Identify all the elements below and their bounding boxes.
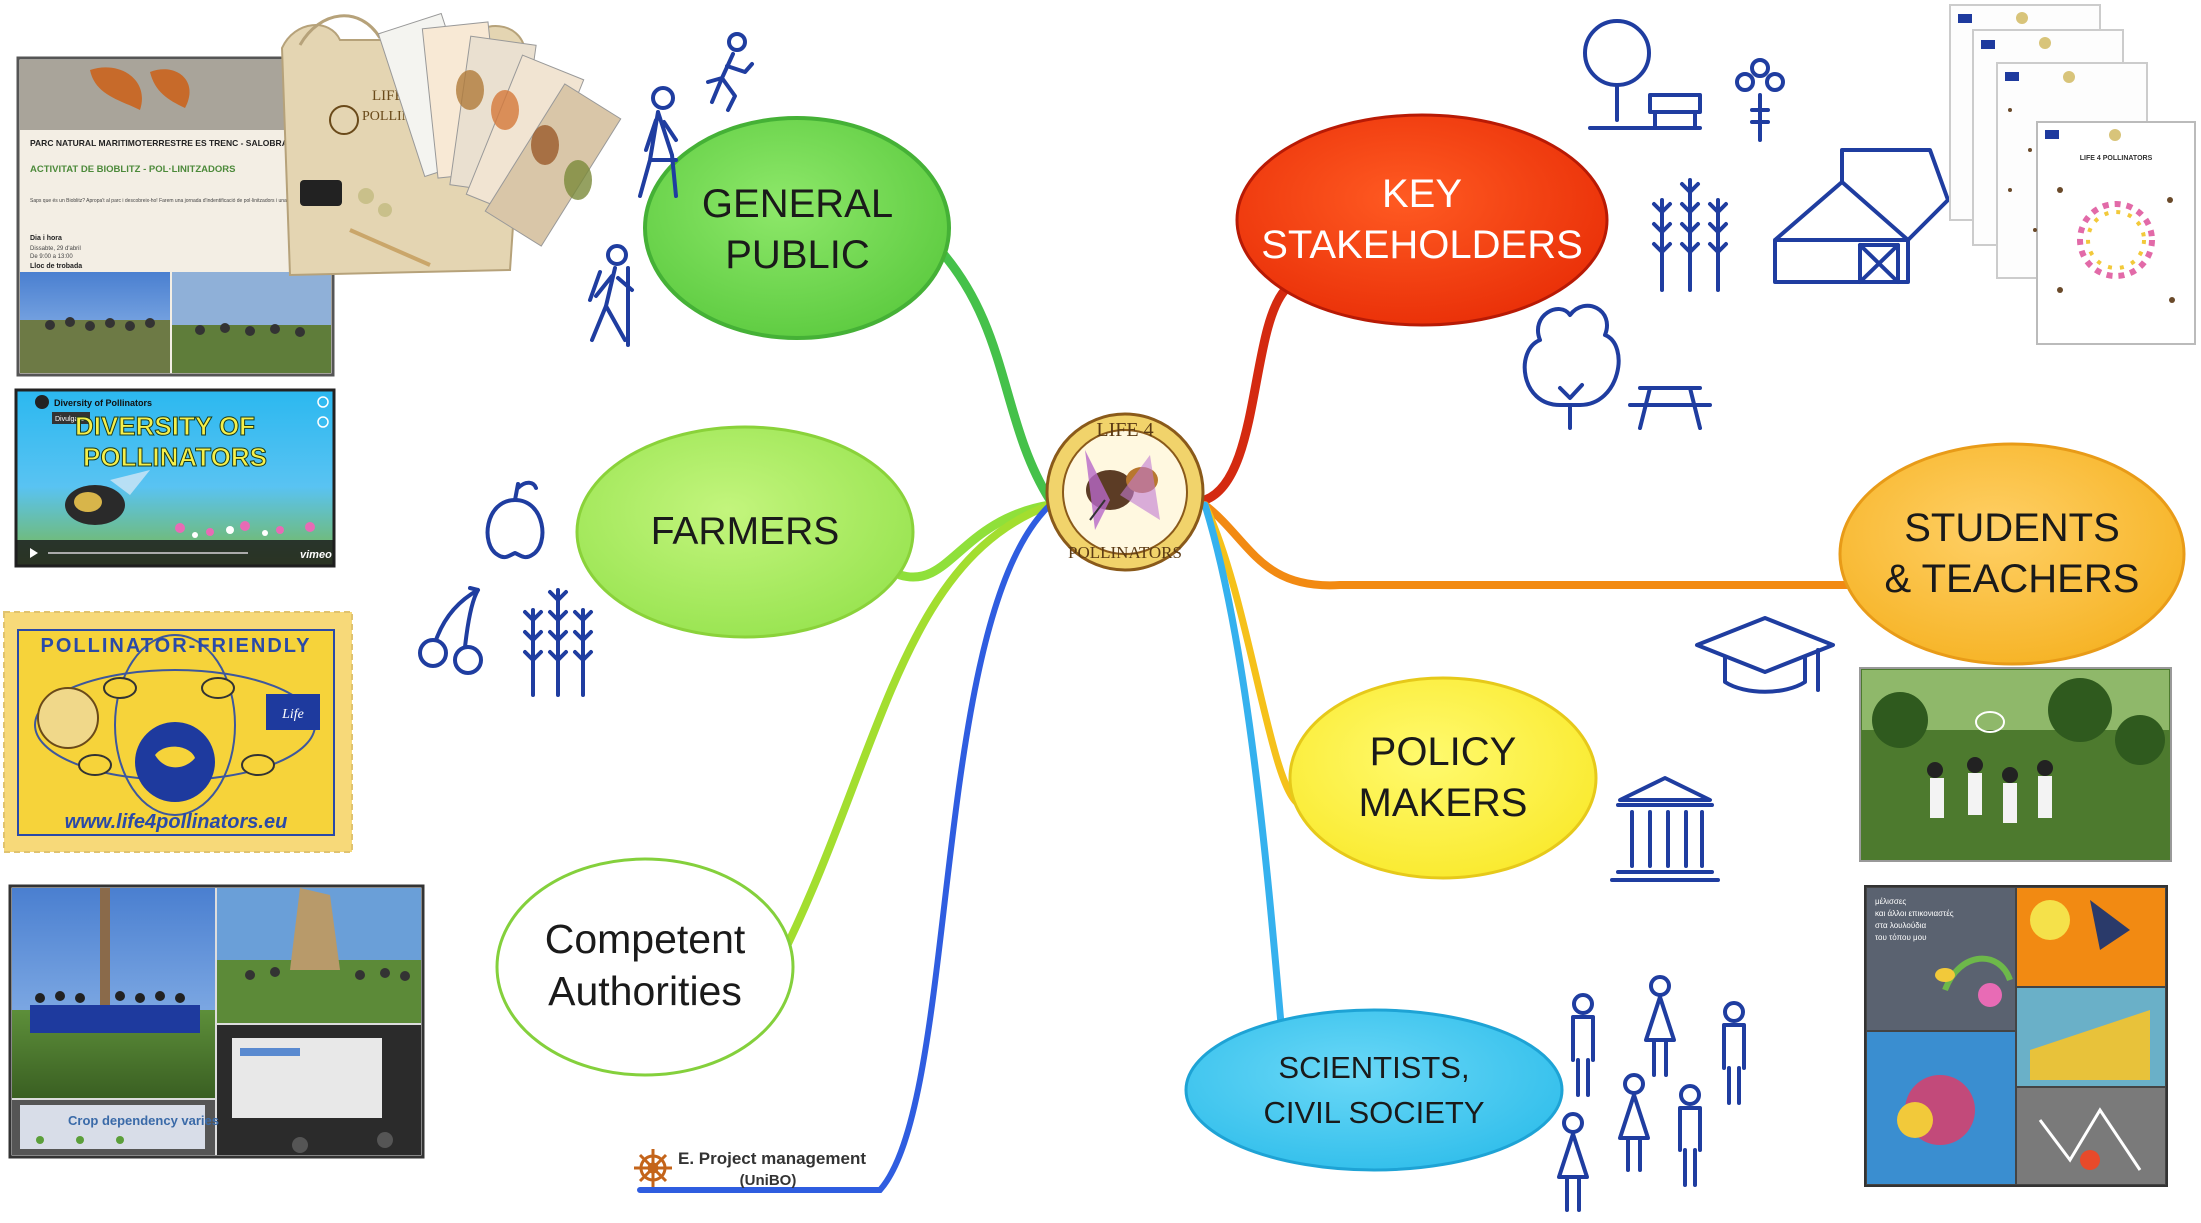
students-teachers-line2: & TEACHERS (1884, 557, 2140, 601)
branch-farmers (895, 500, 1055, 582)
node-competent-authorities[interactable] (495, 857, 795, 1077)
branch-general-public (935, 245, 1055, 505)
logo-top-text: LIFE 4 (1096, 419, 1153, 441)
key-stakeholders-label: KEY STAKEHOLDERS (1237, 150, 1607, 290)
node-general-public[interactable] (643, 116, 951, 340)
tree-icon (1522, 303, 1621, 430)
scientists-label: SCIENTISTS, CIVIL SOCIETY (1186, 1046, 1562, 1136)
general-public-line2: PUBLIC (725, 233, 870, 277)
node-farmers[interactable] (575, 425, 915, 639)
students-teachers-label: STUDENTS & TEACHERS (1842, 484, 2182, 624)
scientists-line1: SCIENTISTS, (1278, 1050, 1470, 1086)
flowers-icon (1735, 58, 1785, 142)
farmers-label: FARMERS (577, 500, 913, 564)
key-stakeholders-line2: STAKEHOLDERS (1261, 223, 1583, 267)
pollinator-friendly-stamp: POLLINATOR-FRIENDLY Life www.life4pollin… (3, 611, 353, 853)
branch-key-stakeholders (1200, 285, 1290, 505)
competent-authorities-line2: Authorities (548, 968, 742, 1014)
greek-poster-line2: και άλλοι επικονιαστές (1875, 909, 1954, 918)
cherries-icon (418, 586, 483, 675)
center-logo: LIFE 4 POLLINATORS (1045, 412, 1205, 572)
video-title-line1: DIVERSITY OF (75, 411, 255, 441)
bioblitz-day-value: Dissabte, 29 d'abril (30, 246, 81, 252)
project-management-title: E. Project management (678, 1149, 866, 1168)
branches (637, 245, 1864, 1193)
video-channel: Diversity of Pollinators (54, 398, 152, 408)
students-teachers-line1: STUDENTS (1904, 505, 2120, 550)
bioblitz-poster: PARC NATURAL MARITIMOTERRESTRE ES TRENC … (16, 56, 365, 377)
helm-icon (634, 1149, 672, 1187)
video-tag: Divulgare (55, 416, 85, 423)
stamp-life-badge: Life (281, 707, 304, 722)
node-scientists[interactable] (1184, 1008, 1564, 1172)
stamp-url: www.life4pollinators.eu (65, 811, 288, 833)
booklets-stack: LIFE 4 POLLINATORS (1949, 4, 2196, 345)
walking-woman-icon (638, 86, 678, 198)
video-title-line2: POLLINATORS (83, 442, 267, 472)
bioblitz-heading: PARC NATURAL MARITIMOTERRESTRE ES TRENC … (30, 138, 348, 148)
general-public-label: GENERAL PUBLIC (645, 160, 950, 300)
crops-icon (1652, 178, 1728, 292)
greek-poster-line3: στα λουλούδια (1875, 921, 1926, 930)
bioblitz-body: Saps que és un Bioblitz? Apropa't al par… (30, 198, 365, 204)
bioblitz-day-label: Dia i hora (30, 235, 62, 242)
people-group-icon (1557, 975, 1746, 1212)
bioblitz-place-label: Lloc de trobada (30, 263, 82, 270)
park-bench-icon (1583, 19, 1702, 130)
stamp-header: POLLINATOR-FRIENDLY (41, 635, 312, 657)
project-management-subtitle: (UniBO) (740, 1172, 797, 1189)
branch-project-management (637, 502, 1053, 1193)
booklet-title: LIFE 4 POLLINATORS (2080, 155, 2153, 162)
children-art-poster: μέλισσες και άλλοι επικονιαστές στα λουλ… (1864, 885, 2168, 1187)
branch-policy-makers (1201, 501, 1304, 809)
event-slide-caption: Crop dependency varies (68, 1113, 219, 1128)
branch-competent-authorities (776, 501, 1054, 964)
bioblitz-time-value: De 9:00 a 13:00 (30, 254, 73, 260)
competent-authorities-label: Competent Authorities (497, 895, 793, 1035)
hiker-icon (588, 244, 634, 347)
wheat-icon (523, 588, 593, 697)
video-player[interactable]: Diversity of Pollinators Divulgare DIVER… (14, 388, 336, 568)
picnic-table-icon (1628, 386, 1712, 430)
node-students-teachers[interactable] (1838, 442, 2186, 666)
students-photo (1859, 667, 2172, 862)
policy-makers-label: POLICY MAKERS (1290, 708, 1596, 848)
apple-icon (485, 480, 545, 560)
greek-poster-line4: του τόπου μου (1875, 933, 1926, 942)
key-stakeholders-line1: KEY (1381, 171, 1463, 216)
farmers-line1: FARMERS (650, 510, 840, 554)
runner-icon (706, 32, 754, 112)
barn-icon (1773, 148, 1950, 284)
general-public-line1: GENERAL (701, 181, 894, 226)
branch-scientists (1201, 501, 1286, 1039)
video-player-brand: vimeo (300, 549, 332, 561)
graduation-cap-icon (1695, 616, 1835, 694)
branch-students-teachers (1201, 501, 1864, 590)
node-key-stakeholders[interactable] (1235, 113, 1609, 327)
policy-makers-line2: MAKERS (1358, 781, 1528, 825)
logo-bottom-text: POLLINATORS (1068, 543, 1182, 562)
bioblitz-activity: ACTIVITAT DE BIOBLITZ - POL·LINITZADORS (30, 164, 235, 175)
node-policy-makers[interactable] (1288, 676, 1598, 880)
event-photo-collage: Crop dependency varies (8, 884, 425, 1159)
project-management-label[interactable]: E. Project management (UniBO) (634, 1149, 866, 1189)
policy-makers-line1: POLICY (1369, 729, 1517, 774)
government-building-icon (1610, 776, 1720, 882)
greek-poster-line1: μέλισσες (1875, 897, 1906, 906)
competent-authorities-line1: Competent (544, 915, 746, 962)
tote-bag-kit: LIFE 4 POLLINATORS (280, 12, 622, 277)
scientists-line2: CIVIL SOCIETY (1263, 1095, 1485, 1130)
